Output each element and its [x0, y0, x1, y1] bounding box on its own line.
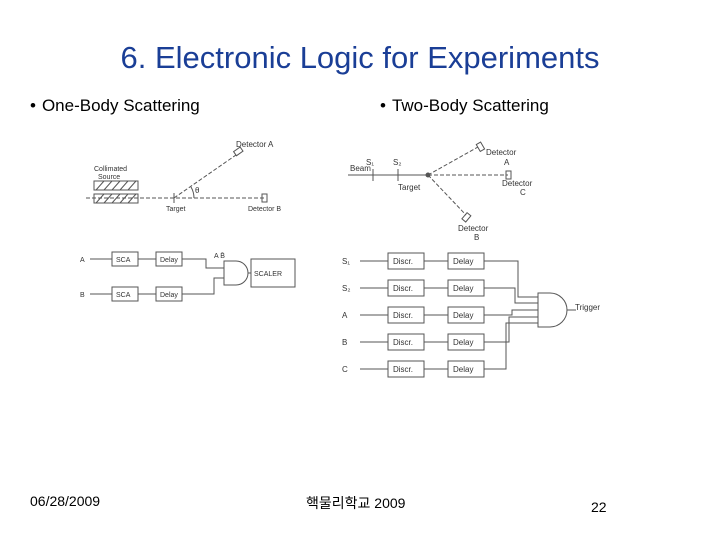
detector-c-shape — [505, 170, 512, 180]
slide-title: 6. Electronic Logic for Experiments — [120, 40, 600, 75]
detector-c-label-2: C — [520, 188, 526, 197]
bullet-two-body: • Two-Body Scattering — [380, 96, 549, 116]
detector-a-shape — [475, 141, 486, 153]
wire-a-gate — [182, 258, 224, 269]
detector-b-label-2: B — [474, 233, 479, 242]
collimator-hatching — [95, 180, 137, 204]
detector-b-label-1: Detector — [458, 224, 489, 233]
row-input-label-2: A — [342, 311, 348, 320]
delay-a-label: Delay — [160, 257, 178, 264]
bullet-one-body: • One-Body Scattering — [30, 96, 200, 116]
wire-delay-gate-1 — [484, 287, 538, 304]
bullet-dot-icon: • — [380, 96, 386, 115]
theta-label: θ — [195, 186, 200, 195]
detector-b-shape — [461, 211, 472, 223]
source-label-2: Source — [98, 174, 120, 181]
target-label: Target — [398, 183, 421, 192]
detector-c-label-1: Detector — [502, 179, 533, 188]
wire-delay-gate-4 — [484, 322, 538, 370]
discriminator-label-1: Discr. — [393, 284, 413, 293]
discriminator-label-3: Discr. — [393, 338, 413, 347]
row-input-label-1: S₂ — [342, 284, 350, 293]
delay-label-3: Delay — [453, 338, 473, 347]
s2-label: S₂ — [393, 158, 401, 167]
delay-b-label: Delay — [160, 292, 178, 299]
detector-b-label: Detector B — [248, 206, 281, 213]
wire-b-gate — [182, 277, 224, 295]
detector-a-label: Detector A — [236, 140, 274, 149]
beam-label: Beam — [350, 164, 371, 173]
scattered-path — [173, 154, 237, 199]
wire-delay-gate-3 — [484, 316, 538, 343]
row-input-label-3: B — [342, 338, 347, 347]
delay-label-4: Delay — [453, 365, 473, 374]
bullet-dot-icon: • — [30, 96, 36, 115]
delay-label-1: Delay — [453, 284, 473, 293]
detector-b-shape — [261, 193, 268, 203]
discriminator-label-4: Discr. — [393, 365, 413, 374]
path-detector-a — [427, 146, 479, 176]
discriminator-label-2: Discr. — [393, 311, 413, 320]
wire-delay-gate-0 — [484, 260, 538, 298]
input-a-label: A — [80, 257, 85, 264]
detector-a-label-2: A — [504, 158, 510, 167]
footer-center-text: 핵물리학교 2009 — [306, 495, 406, 511]
page-number: 22 — [591, 499, 607, 515]
two-body-diagram: Beam S₁ S₂ Target Detector A Detector C … — [342, 141, 600, 378]
detector-a-shape — [232, 146, 244, 157]
delay-label-0: Delay — [453, 257, 473, 266]
trigger-label: Trigger — [575, 303, 600, 312]
footer-date: 06/28/2009 — [30, 493, 101, 509]
delay-label-2: Delay — [453, 311, 473, 320]
theta-arc — [190, 186, 195, 199]
and-gate — [223, 260, 249, 286]
bullet-two-body-label: Two-Body Scattering — [391, 96, 549, 115]
sca-b-label: SCA — [116, 292, 131, 299]
gate-label: A B̄ — [214, 252, 225, 260]
collimator-upper — [93, 180, 139, 191]
row-input-label-0: S₁ — [342, 257, 350, 266]
discriminator-label-0: Discr. — [393, 257, 413, 266]
wire-delay-gate-2 — [484, 309, 538, 316]
sca-a-label: SCA — [116, 257, 131, 264]
source-label-1: Collimated — [94, 166, 127, 173]
bullet-one-body-label: One-Body Scattering — [41, 96, 200, 115]
row-input-label-4: C — [342, 365, 348, 374]
path-detector-b — [427, 174, 467, 216]
coincidence-gate — [537, 292, 568, 328]
one-body-diagram: Detector A Collimated Source θ Target De… — [80, 140, 296, 302]
detector-a-label-1: Detector — [486, 148, 517, 157]
s1-label: S₁ — [366, 158, 374, 167]
scaler-label: SCALER — [254, 271, 282, 278]
input-b-label: B — [80, 292, 85, 299]
target-label: Target — [166, 206, 186, 213]
